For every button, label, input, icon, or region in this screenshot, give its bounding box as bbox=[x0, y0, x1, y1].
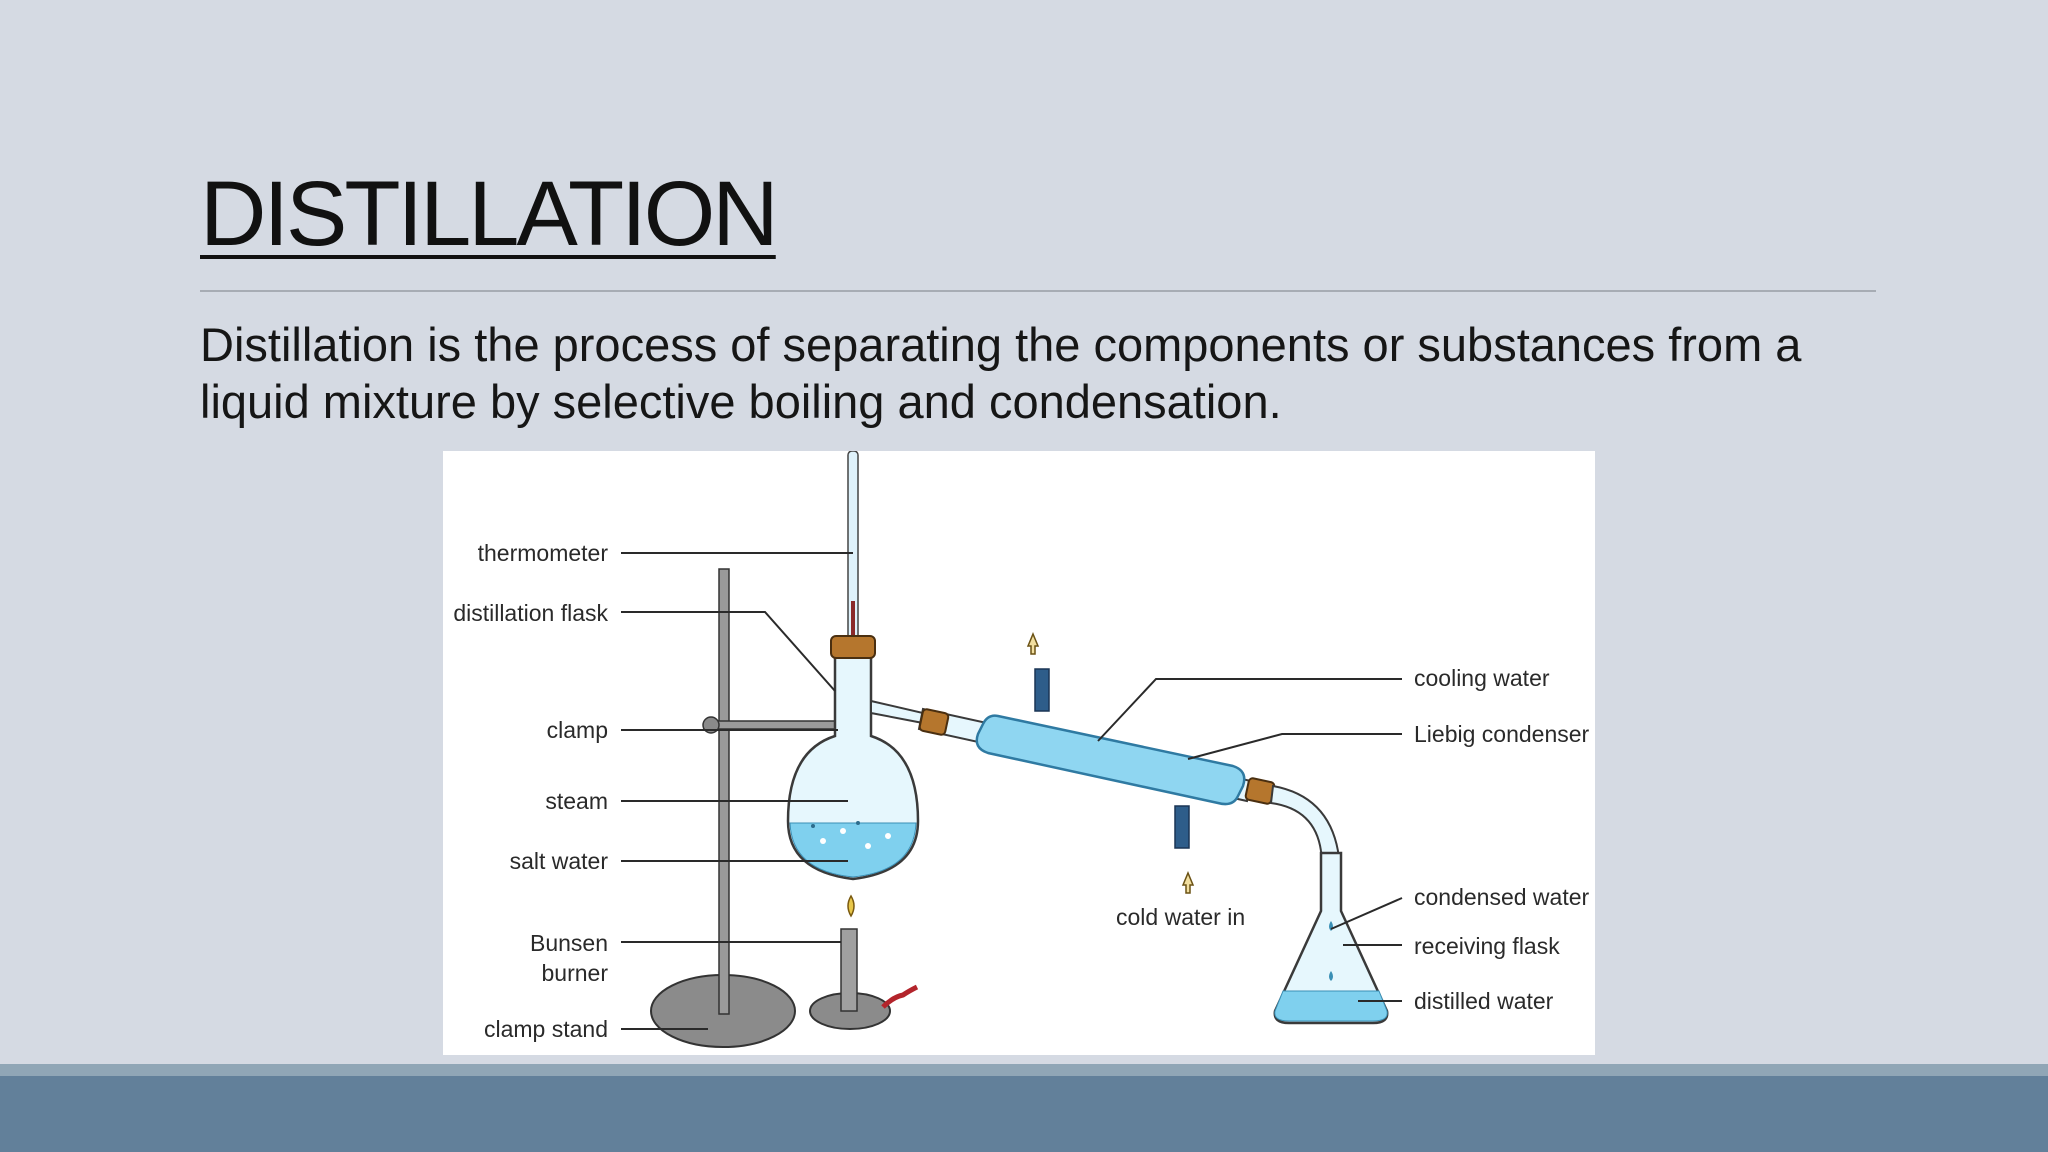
label-distillation-flask: distillation flask bbox=[453, 600, 608, 626]
label-distilled-water: distilled water bbox=[1414, 988, 1554, 1014]
liebig-condenser-graphic bbox=[917, 632, 1339, 894]
label-condensed-water: condensed water bbox=[1414, 884, 1590, 910]
slide-title: DISTILLATION bbox=[200, 163, 779, 265]
label-clamp-stand: clamp stand bbox=[484, 1016, 608, 1042]
label-bunsen: Bunsen bbox=[530, 930, 608, 956]
footer-band bbox=[0, 1076, 2048, 1152]
label-steam: steam bbox=[545, 788, 608, 814]
distillation-apparatus-illustration: thermometer distillation flask clamp ste… bbox=[453, 451, 1590, 1048]
label-liebig-condenser: Liebig condenser bbox=[1414, 721, 1590, 747]
label-receiving-flask: receiving flask bbox=[1414, 933, 1560, 959]
title-divider bbox=[200, 290, 1876, 292]
label-salt-water: salt water bbox=[510, 848, 609, 874]
label-thermometer: thermometer bbox=[478, 540, 609, 566]
label-clamp: clamp bbox=[547, 717, 608, 743]
footer-accent-strip bbox=[0, 1064, 2048, 1076]
receiving-flask-graphic bbox=[1273, 851, 1389, 1025]
label-cooling-water: cooling water bbox=[1414, 665, 1550, 691]
bunsen-burner-graphic bbox=[809, 894, 919, 1030]
distillation-diagram: thermometer distillation flask clamp ste… bbox=[443, 451, 1595, 1055]
label-burner: burner bbox=[542, 960, 609, 986]
label-cold-water-in: cold water in bbox=[1116, 904, 1245, 930]
label-leader-lines bbox=[621, 552, 1403, 1030]
slide-body-text: Distillation is the process of separatin… bbox=[200, 318, 1802, 428]
distillation-flask-graphic bbox=[786, 635, 924, 881]
